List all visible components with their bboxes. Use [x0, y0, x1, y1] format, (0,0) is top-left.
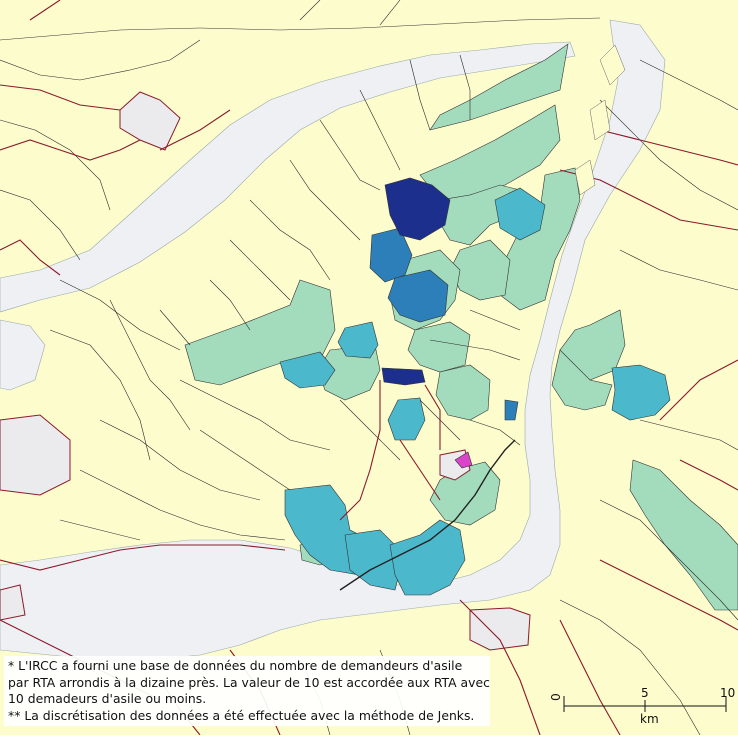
scale-tick-10: 10 — [720, 686, 736, 700]
highlight-zone — [454, 451, 473, 469]
st-lawrence-river — [0, 19, 666, 661]
footnote-box: * L'IRCC a fourni une base de données du… — [4, 656, 490, 727]
railway-line — [339, 439, 516, 591]
river-islands — [574, 44, 626, 196]
no-data-zones — [0, 91, 531, 651]
footnote-line-3: 10 demadeurs d'asile ou moins. — [8, 691, 207, 707]
scale-bar-graphic — [563, 696, 727, 712]
laval-island — [0, 17, 601, 41]
class-2-zones — [279, 187, 671, 596]
class-3-zones — [369, 227, 519, 421]
scale-tick-0: 0 — [548, 693, 563, 701]
scale-bar: 0 5 10 km — [548, 664, 738, 735]
lake-west — [0, 319, 46, 391]
class-4-zones — [381, 177, 451, 386]
scale-unit: km — [640, 712, 659, 726]
footnote-line-2: par RTA arrondis à la dizaine près. La v… — [8, 674, 490, 690]
footnote-line-4: ** La discrétisation des données a été e… — [8, 707, 475, 723]
footnote-line-1: * L'IRCC a fourni une base de données du… — [8, 658, 463, 673]
scale-tick-5: 5 — [641, 686, 649, 700]
